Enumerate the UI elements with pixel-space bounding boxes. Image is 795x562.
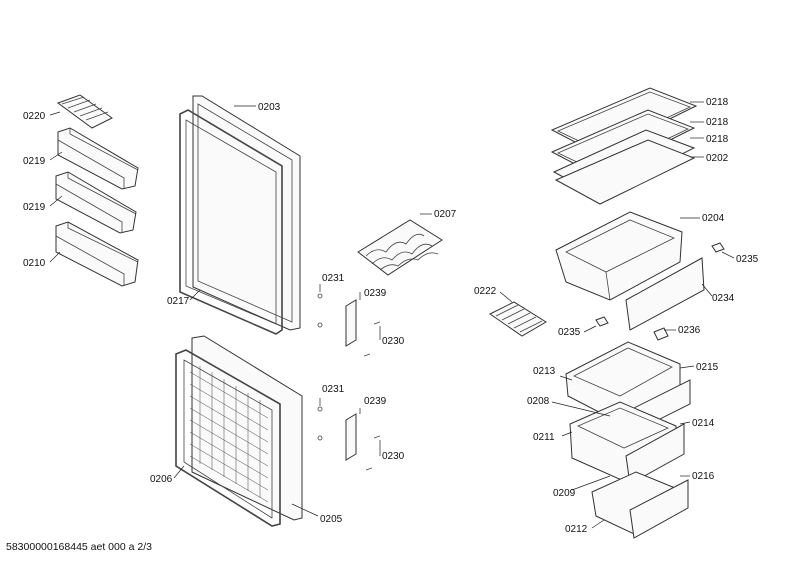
crisper-box-0204 xyxy=(555,211,683,301)
freezer-drawer-0216 xyxy=(591,471,689,539)
label-0211: 0211 xyxy=(533,432,555,443)
label-0235-lower: 0235 xyxy=(558,327,581,338)
label-0239-lower: 0239 xyxy=(364,396,387,407)
label-0220: 0220 xyxy=(23,111,46,122)
hinge-parts-lower xyxy=(317,406,381,471)
label-0204: 0204 xyxy=(702,213,725,224)
door-shelf-0210 xyxy=(55,221,139,287)
lower-door-gasket-0206 xyxy=(175,349,281,527)
label-0230-upper: 0230 xyxy=(382,336,405,347)
small-parts-0235-0236 xyxy=(595,242,725,341)
label-0222: 0222 xyxy=(474,286,497,297)
label-0218-3: 0218 xyxy=(706,134,729,145)
document-reference: 58300000168445 aet 000 a 2/3 xyxy=(6,541,152,553)
label-0234: 0234 xyxy=(712,293,735,304)
crisper-cover-0234 xyxy=(625,257,705,331)
door-shelf-0219-bottom xyxy=(55,171,137,234)
label-0214: 0214 xyxy=(692,418,715,429)
upper-door-gasket-0217 xyxy=(179,109,283,335)
label-0239-upper: 0239 xyxy=(364,288,387,299)
egg-tray-0220 xyxy=(56,94,113,129)
ice-tray-0222 xyxy=(489,301,547,337)
label-0219-bottom: 0219 xyxy=(23,202,46,213)
label-0216: 0216 xyxy=(692,471,715,482)
label-0210: 0210 xyxy=(23,258,46,269)
label-0203: 0203 xyxy=(258,102,281,113)
label-0215: 0215 xyxy=(696,362,719,373)
label-0231-lower: 0231 xyxy=(322,384,345,395)
freezer-drawer-0214 xyxy=(569,401,685,485)
label-0209: 0209 xyxy=(553,488,576,499)
label-0235-upper: 0235 xyxy=(736,254,759,265)
leader-lines xyxy=(49,101,735,529)
label-0208: 0208 xyxy=(527,396,550,407)
label-0230-lower: 0230 xyxy=(382,451,405,462)
label-0213: 0213 xyxy=(533,366,556,377)
label-0236: 0236 xyxy=(678,325,701,336)
label-0206: 0206 xyxy=(150,474,173,485)
lower-door-0205 xyxy=(191,335,303,521)
label-0205: 0205 xyxy=(320,514,343,525)
label-0231-upper: 0231 xyxy=(322,273,345,284)
label-0218-2: 0218 xyxy=(706,117,729,128)
label-0219-top: 0219 xyxy=(23,156,46,167)
hinge-parts-upper xyxy=(317,293,381,357)
label-0202: 0202 xyxy=(706,153,729,164)
label-0217: 0217 xyxy=(167,296,190,307)
part-labels: 0220 0219 0219 0210 0203 0217 0206 0205 … xyxy=(23,97,759,535)
upper-door-0203 xyxy=(192,95,301,331)
glass-shelf-0202 xyxy=(554,139,696,205)
bottle-rack-0207 xyxy=(357,219,443,276)
label-0207: 0207 xyxy=(434,209,457,220)
label-0218-1: 0218 xyxy=(706,97,729,108)
label-0212: 0212 xyxy=(565,524,588,535)
